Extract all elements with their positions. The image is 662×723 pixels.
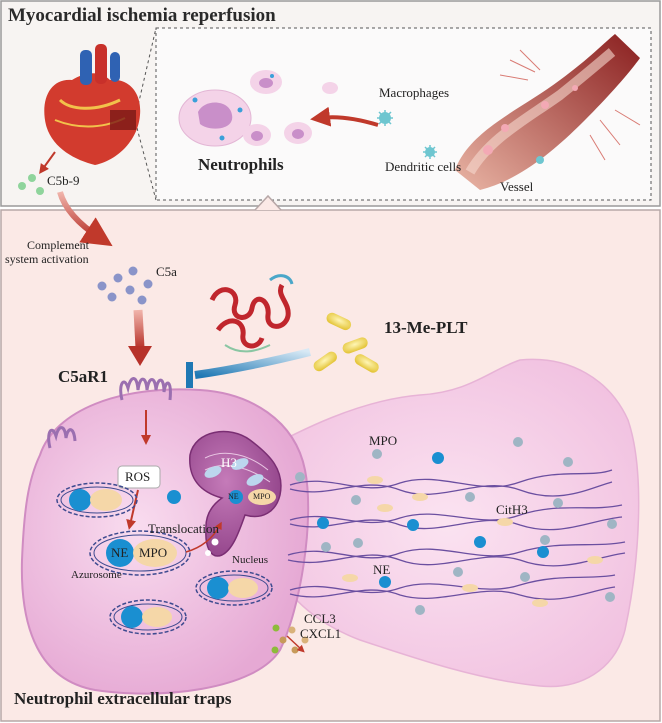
c5b9-particles <box>18 174 44 195</box>
header-title: Myocardial ischemia reperfusion <box>8 5 276 26</box>
vesicle-2 <box>205 550 211 556</box>
translocation-label: Translocation <box>148 521 220 536</box>
granule-3 <box>195 570 273 606</box>
translocation-arrow <box>185 521 222 553</box>
panel-callout <box>254 194 282 211</box>
c5ar1-receptor-icon <box>119 377 172 401</box>
h3-label: H3 <box>221 455 237 470</box>
footer-title: Neutrophil extracellular traps <box>14 689 232 708</box>
zoom-line-top <box>136 27 157 111</box>
heart-icon <box>44 44 141 165</box>
histone-icon <box>204 458 264 486</box>
net-ne-label: NE <box>373 562 391 577</box>
vessel-label: Vessel <box>500 179 534 194</box>
neutrophil-cluster <box>178 70 338 147</box>
protein-structure-icon <box>209 274 294 353</box>
nucleus-ne-dot <box>229 490 243 504</box>
receptor-left-icon <box>47 426 77 449</box>
ne-small-label: NE <box>228 492 239 501</box>
ccl3-label: CCL3 <box>304 611 336 626</box>
chromatin-strands <box>287 469 626 600</box>
granule-4 <box>109 599 187 635</box>
net-cith3-label: CitH3 <box>496 502 528 517</box>
nucleus-label: Nucleus <box>232 554 269 566</box>
complement-arrow <box>57 191 113 247</box>
vessel-icon <box>455 34 641 190</box>
inhibition-bar <box>186 362 193 388</box>
c5b9-label: C5b-9 <box>47 173 80 188</box>
chemokine-arrow <box>286 635 305 653</box>
dendritic-cells-label: Dendritic cells <box>385 159 462 174</box>
receptor-label: C5aR1 <box>58 367 109 386</box>
c5a-arrowhead <box>128 346 152 366</box>
recruitment-arrow <box>310 106 379 127</box>
vesicle-1 <box>211 538 219 546</box>
macrophage-icon <box>377 110 393 126</box>
complement-label-line1: Complement <box>27 238 89 252</box>
granule-azurosome <box>89 530 191 576</box>
ros-label: ROS <box>125 469 151 484</box>
ne-label: NE <box>111 545 129 560</box>
mpo-small-label: MPO <box>253 492 271 501</box>
c5b9-arrow <box>39 151 56 175</box>
complement-label-line2: system activation <box>5 252 89 266</box>
net-particles <box>295 437 617 615</box>
c5a-to-receptor-arrow <box>133 309 145 349</box>
ros-box <box>117 465 161 489</box>
azurosome-label: Azurosome <box>71 569 122 581</box>
macrophages-label: Macrophages <box>379 85 450 100</box>
c5a-label: C5a <box>156 264 177 279</box>
drug-capsules-icon <box>313 312 379 373</box>
dendritic-cell-icon <box>423 145 437 159</box>
nucleus-mpo-dot <box>248 489 276 505</box>
granule-1 <box>56 482 138 518</box>
zoom-line-bottom <box>136 127 157 201</box>
net-mpo-label: MPO <box>369 433 398 448</box>
c5a-particles <box>97 266 153 305</box>
neutrophils-label: Neutrophils <box>198 155 284 174</box>
mpo-label: MPO <box>139 545 168 560</box>
cxcl1-label: CXCL1 <box>300 626 342 641</box>
drug-label: 13-Me-PLT <box>384 318 468 337</box>
free-ne-dot <box>167 490 181 504</box>
inhibition-line <box>194 348 311 379</box>
